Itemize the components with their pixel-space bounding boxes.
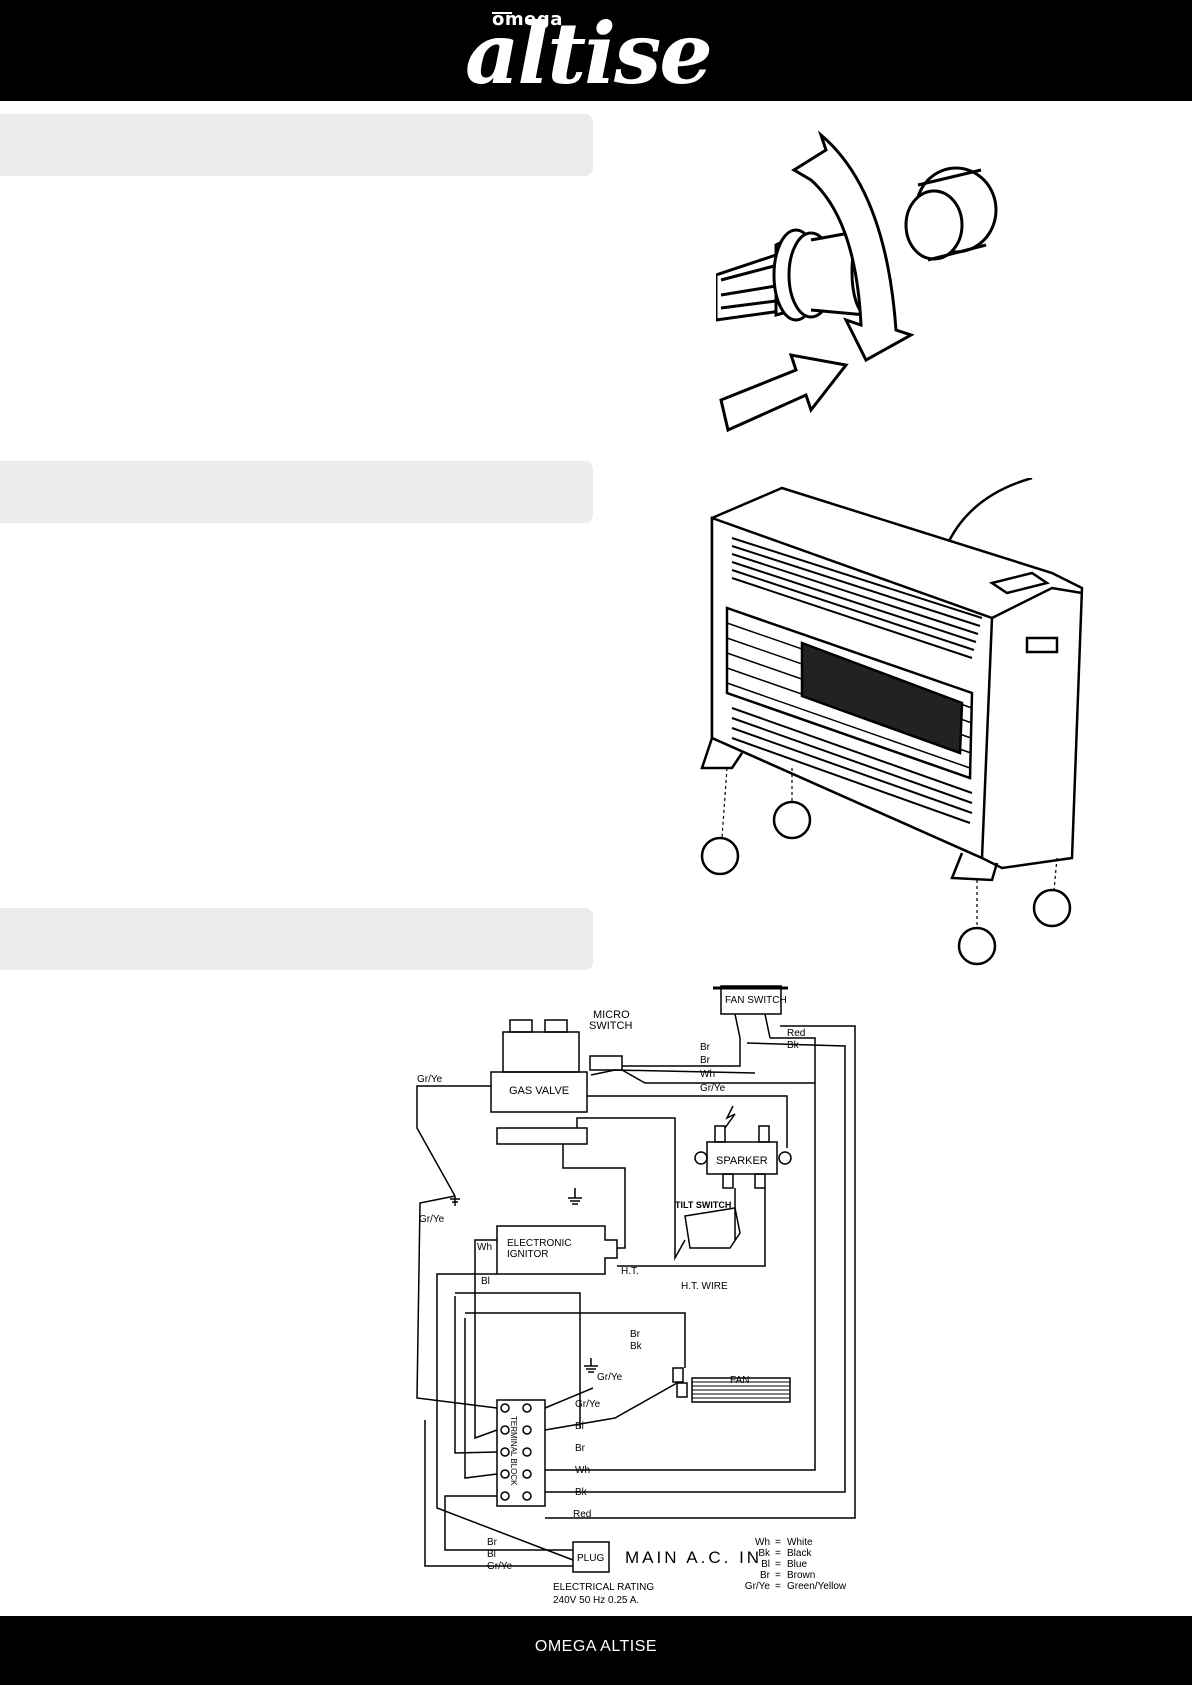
label-fan-switch: FAN SWITCH — [725, 995, 787, 1006]
wire-label-red: Red — [787, 1028, 805, 1039]
wire-label-bl-3: Bl — [487, 1549, 496, 1560]
hose-connection-illustration — [716, 130, 998, 433]
brand-logo-altise: altise — [465, 4, 713, 103]
legend-name-black: Black — [787, 1548, 812, 1559]
logo-underline — [492, 12, 512, 14]
label-terminal-block: TERMINAL BLOCK — [509, 1416, 518, 1486]
color-legend: Wh = White Bk = Black Bl = Blue Br = Bro… — [745, 1537, 847, 1592]
fan-switch-box — [720, 985, 782, 1015]
wire-label-grye-6: Gr/Ye — [487, 1561, 513, 1572]
label-rating-1: ELECTRICAL RATING — [553, 1582, 654, 1593]
svg-text:=: = — [775, 1548, 781, 1559]
legend-name-brown: Brown — [787, 1570, 815, 1581]
wire-label-grye-2: Gr/Ye — [417, 1074, 443, 1085]
section-bar-1 — [0, 114, 593, 176]
wire-label-bk-2: Bk — [630, 1341, 643, 1352]
header-bar: omega altise — [0, 0, 1192, 101]
label-gas-valve: GAS VALVE — [509, 1085, 569, 1097]
brand-logo-omega: omega — [492, 9, 563, 30]
wire-label-bl-1: Bl — [481, 1276, 490, 1287]
label-ht: H.T. — [621, 1266, 639, 1277]
svg-text:=: = — [775, 1581, 781, 1592]
wire-label-bk-3: Bk — [575, 1487, 588, 1498]
legend-name-white: White — [787, 1537, 813, 1548]
footer-brand: OMEGA ALTISE — [534, 1638, 658, 1655]
wire-label-wh-3: Wh — [575, 1465, 590, 1476]
wire-label-br-2: Br — [700, 1055, 711, 1066]
wire-label-grye-1: Gr/Ye — [700, 1083, 726, 1094]
wire-label-bk: Bk — [787, 1040, 800, 1051]
wire-label-br-3: Br — [630, 1329, 641, 1340]
label-micro: MICRO — [593, 1009, 630, 1021]
wire-label-grye-5: Gr/Ye — [575, 1399, 601, 1410]
wire-label-wh: Wh — [700, 1069, 715, 1080]
wire-label-wh-2: Wh — [477, 1242, 492, 1253]
wire-label-bl-2: Bl — [575, 1421, 584, 1432]
wire-label-br-4: Br — [575, 1443, 586, 1454]
heater-illustration — [700, 478, 1084, 966]
legend-eq: = — [775, 1537, 781, 1548]
svg-text:=: = — [775, 1570, 781, 1581]
label-ht-wire: H.T. WIRE — [681, 1281, 728, 1292]
legend-code-bl: Bl — [761, 1559, 770, 1570]
legend-name-blue: Blue — [787, 1559, 807, 1570]
label-ignitor-1: ELECTRONIC — [507, 1238, 571, 1249]
footer-bar: OMEGA ALTISE — [0, 1616, 1192, 1685]
wire-label-br-5: Br — [487, 1537, 498, 1548]
wiring-diagram: FAN SWITCH MICRO SWITCH GAS VALVE SPARKE… — [416, 985, 856, 1606]
section-bar-2 — [0, 461, 593, 523]
legend-code-bk: Bk — [758, 1548, 771, 1559]
legend-name-green-yellow: Green/Yellow — [787, 1581, 847, 1592]
svg-text:=: = — [775, 1559, 781, 1570]
section-bar-3 — [0, 908, 593, 970]
label-ignitor-2: IGNITOR — [507, 1249, 548, 1260]
label-sparker: SPARKER — [716, 1155, 768, 1167]
label-plug: PLUG — [577, 1553, 604, 1564]
legend-code-wh: Wh — [755, 1537, 770, 1548]
label-tilt-switch: TILT SWITCH — [675, 1200, 731, 1210]
legend-code-grye: Gr/Ye — [745, 1581, 771, 1592]
label-fan: FAN — [730, 1375, 749, 1386]
label-switch: SWITCH — [589, 1020, 632, 1032]
wire-label-red-2: Red — [573, 1509, 591, 1520]
legend-code-br: Br — [760, 1570, 771, 1581]
wire-label-grye-3: Gr/Ye — [419, 1214, 445, 1225]
wire-label-grye-4: Gr/Ye — [597, 1372, 623, 1383]
label-rating-2: 240V 50 Hz 0.25 A. — [553, 1595, 639, 1606]
label-main-ac: MAIN A.C. IN — [625, 1548, 762, 1567]
wire-label-br-1: Br — [700, 1042, 711, 1053]
